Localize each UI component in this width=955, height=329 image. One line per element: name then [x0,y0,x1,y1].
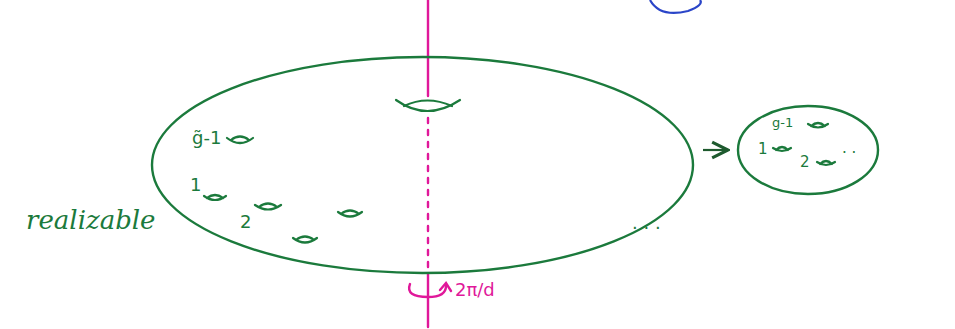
handle [255,204,281,210]
handle [817,161,835,165]
handle-label: 2 [240,212,251,232]
handle-label: g-1 [772,116,793,130]
central-hole [404,101,452,107]
rotation-angle: 2π/d [455,280,495,300]
rotation-arrowhead [440,283,451,291]
handle-label: 2 [800,154,810,171]
surface: g-1 1 2 . . [736,104,880,196]
handle [773,147,791,151]
rotation-axis [427,0,429,96]
handle [338,211,362,217]
handle [204,195,226,200]
handle [293,237,317,243]
rotation-axis [427,274,429,327]
handle-label: . . . [632,213,661,233]
handle [227,137,253,144]
handle [808,123,828,128]
surface: g̃-1 1 2 . . . [150,55,695,275]
handle-label: 1 [758,141,768,158]
central-hole [396,100,460,111]
handle-label: . . [842,140,856,157]
handle-label: 1 [190,175,201,195]
map-arrow [703,149,728,151]
surface-outline [736,104,880,196]
surface-outline [150,55,695,275]
cut-stroke [650,0,701,13]
rotation-axis [427,118,429,272]
handle-label: g̃-1 [192,128,221,148]
annotation: realizable [26,206,156,235]
